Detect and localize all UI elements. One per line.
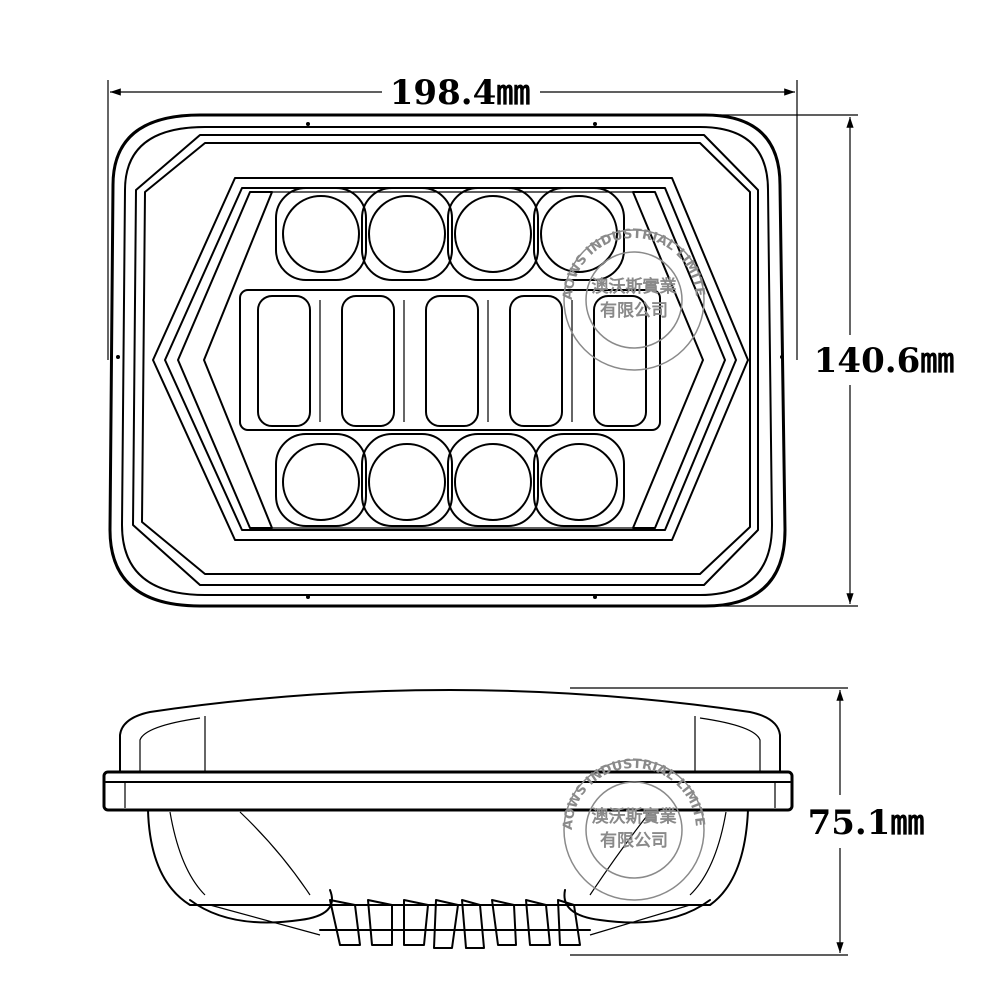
projector-segment-2 bbox=[341, 295, 395, 427]
middle-projector-row bbox=[239, 289, 661, 431]
width-dimension: 198.4㎜ bbox=[107, 73, 798, 360]
chevron-frame-outer bbox=[152, 177, 749, 541]
led-lower-2 bbox=[368, 443, 446, 521]
stamp-line2-front: 有限公司 bbox=[600, 300, 668, 321]
stamp-line1-front: 澳沃斯實業 bbox=[592, 276, 677, 297]
projector-segment-1 bbox=[257, 295, 311, 427]
housing-inner-2 bbox=[132, 134, 759, 586]
housing-inner-1 bbox=[121, 126, 773, 596]
projector-segment-3 bbox=[425, 295, 479, 427]
stamp-ring-text-side: AOWS INDUSTRIAL LIMITED bbox=[0, 0, 707, 830]
bezel-inner bbox=[141, 142, 751, 575]
lens-dome bbox=[119, 689, 781, 773]
led-lower-4 bbox=[540, 443, 618, 521]
heat-sink-fins bbox=[189, 889, 711, 949]
led-upper-3 bbox=[454, 195, 532, 273]
height-dimension: 140.6㎜ bbox=[720, 114, 954, 607]
led-lower-3 bbox=[454, 443, 532, 521]
front-view: 198.4㎜ 140.6㎜ bbox=[0, 0, 954, 608]
height-label: 140.6㎜ bbox=[814, 341, 954, 381]
depth-label: 75.1㎜ bbox=[808, 803, 925, 843]
rear-housing bbox=[147, 809, 749, 906]
stamp-line2-side: 有限公司 bbox=[600, 830, 668, 851]
depth-dimension: 75.1㎜ bbox=[570, 687, 925, 956]
led-upper-2 bbox=[368, 195, 446, 273]
housing-outer bbox=[108, 113, 787, 608]
mounting-flange bbox=[102, 770, 794, 812]
upper-led-row bbox=[275, 187, 625, 281]
projector-segment-4 bbox=[509, 295, 563, 427]
led-upper-4 bbox=[540, 195, 618, 273]
projector-segment-5 bbox=[593, 295, 647, 427]
lower-led-row bbox=[275, 433, 625, 527]
led-lower-1 bbox=[282, 443, 360, 521]
chevron-frame-inner bbox=[164, 187, 737, 531]
led-upper-1 bbox=[282, 195, 360, 273]
width-label: 198.4㎜ bbox=[390, 73, 530, 113]
company-stamp-front: AOWS INDUSTRIAL LIMITED 澳沃斯實業 有限公司 bbox=[0, 0, 707, 371]
stamp-line1-side: 澳沃斯實業 bbox=[592, 806, 677, 827]
